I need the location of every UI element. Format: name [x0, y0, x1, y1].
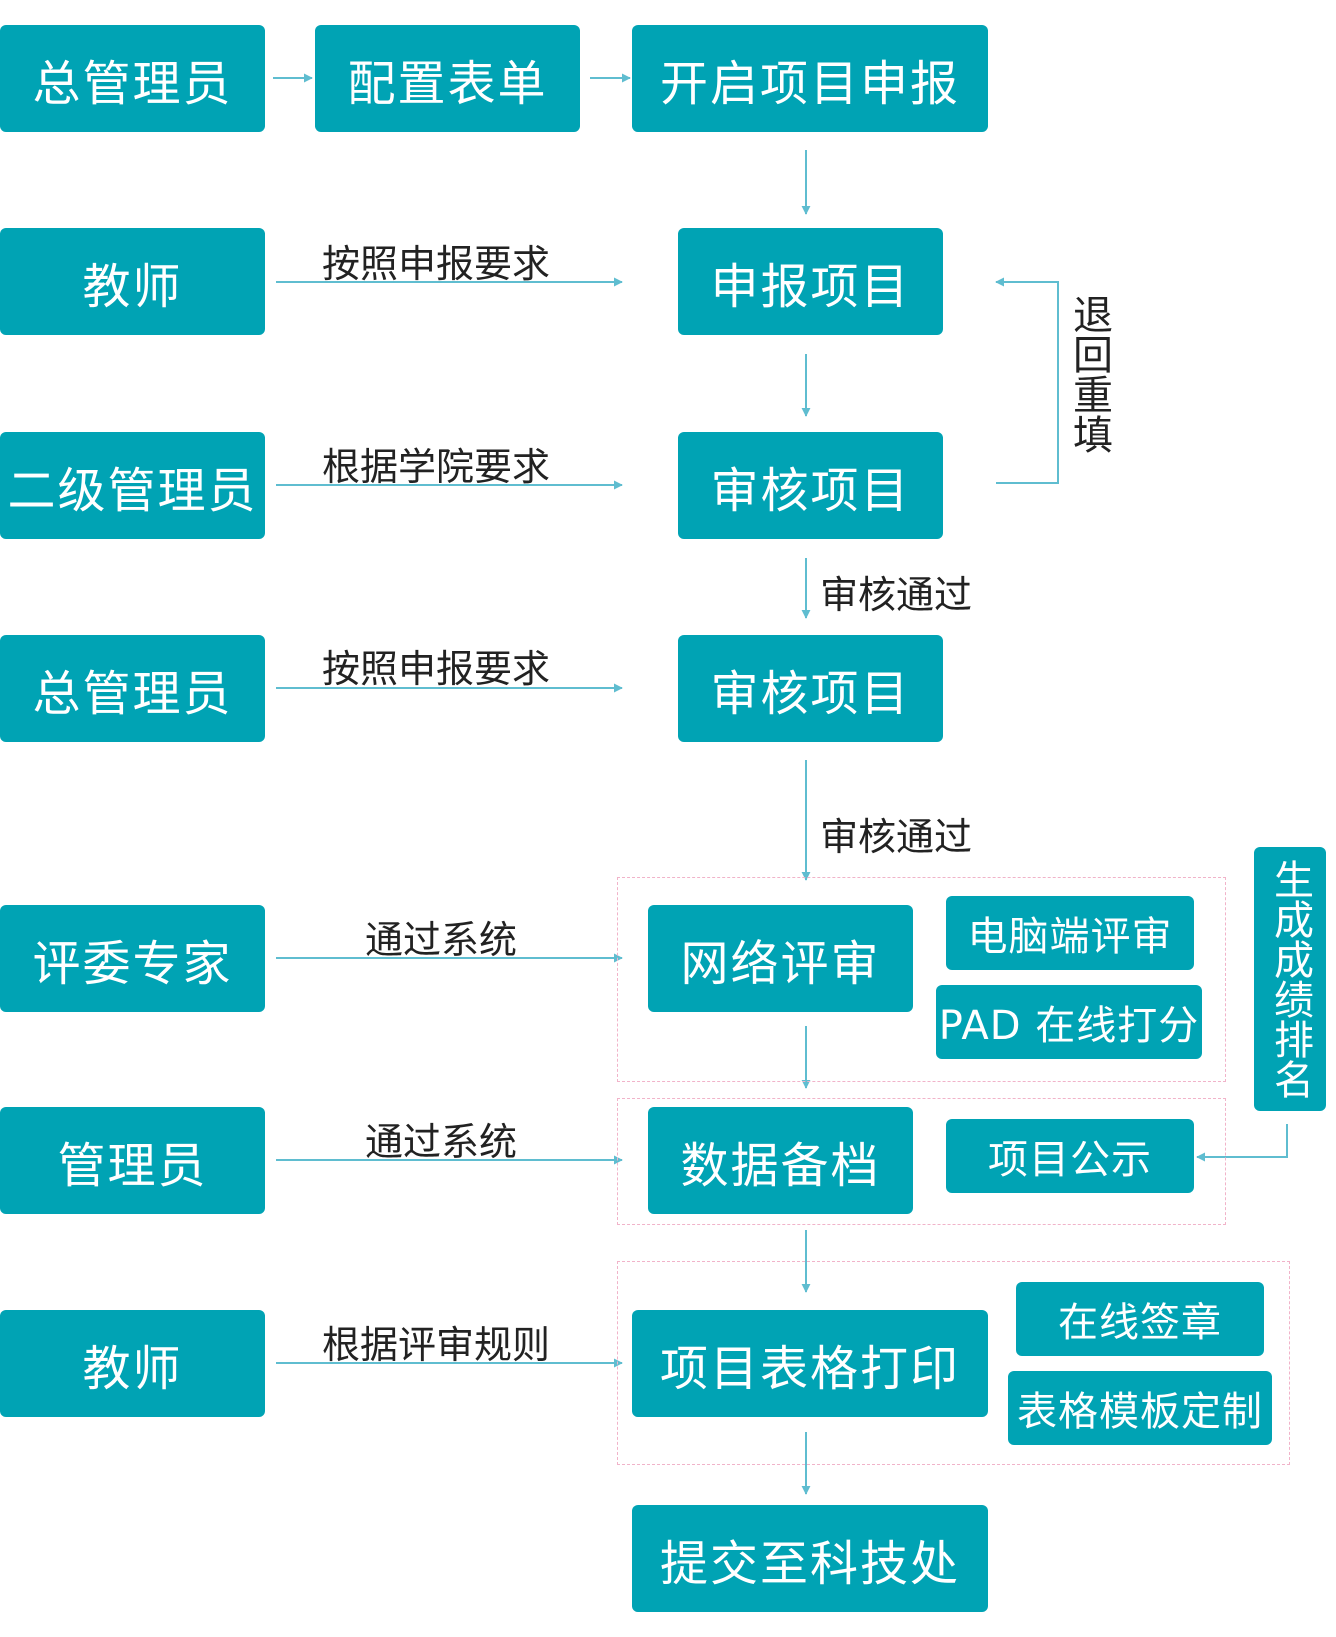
sub-ranking: 生成成绩排名 — [1254, 847, 1326, 1111]
archive-group — [617, 1098, 1226, 1225]
label-via-system-2: 通过系统 — [365, 1120, 518, 1164]
role-expert: 评委专家 — [0, 905, 265, 1012]
label-return-refill: 退回重填 — [1066, 294, 1112, 454]
role-teacher-2: 教师 — [0, 1310, 265, 1417]
step-declare-project: 申报项目 — [678, 228, 943, 335]
sub-publicity: 项目公示 — [946, 1119, 1194, 1193]
sub-template-custom: 表格模板定制 — [1008, 1371, 1272, 1445]
label-review-passed-2: 审核通过 — [820, 815, 973, 859]
role-teacher: 教师 — [0, 228, 265, 335]
step-data-archive: 数据备档 — [648, 1107, 913, 1214]
sub-pc-review: 电脑端评审 — [946, 896, 1194, 970]
step-configure-form: 配置表单 — [315, 25, 580, 132]
role-chief-admin: 总管理员 — [0, 25, 265, 132]
step-open-declaration: 开启项目申报 — [632, 25, 988, 132]
arrow-ranking-to-publicity — [1196, 1124, 1288, 1162]
label-review-rules: 根据评审规则 — [322, 1323, 551, 1367]
role-chief-admin-2: 总管理员 — [0, 635, 265, 742]
role-secondary-admin: 二级管理员 — [0, 432, 265, 539]
online-review-group — [617, 877, 1226, 1082]
step-online-review: 网络评审 — [648, 905, 913, 1012]
role-manager: 管理员 — [0, 1107, 265, 1214]
step-review-project: 审核项目 — [678, 432, 943, 539]
step-print-forms: 项目表格打印 — [632, 1310, 988, 1417]
label-review-passed: 审核通过 — [820, 573, 973, 617]
step-review-project-2: 审核项目 — [678, 635, 943, 742]
label-via-system: 通过系统 — [365, 918, 518, 962]
step-submit-to-office: 提交至科技处 — [632, 1505, 988, 1612]
label-declare-requirements-2: 按照申报要求 — [322, 647, 551, 691]
sub-online-seal: 在线签章 — [1016, 1282, 1264, 1356]
arrow-return-loop — [995, 277, 1059, 484]
sub-pad-score: PAD 在线打分 — [936, 985, 1202, 1059]
label-declare-requirements: 按照申报要求 — [322, 242, 551, 286]
print-group — [617, 1261, 1290, 1465]
label-college-requirements: 根据学院要求 — [322, 445, 551, 489]
